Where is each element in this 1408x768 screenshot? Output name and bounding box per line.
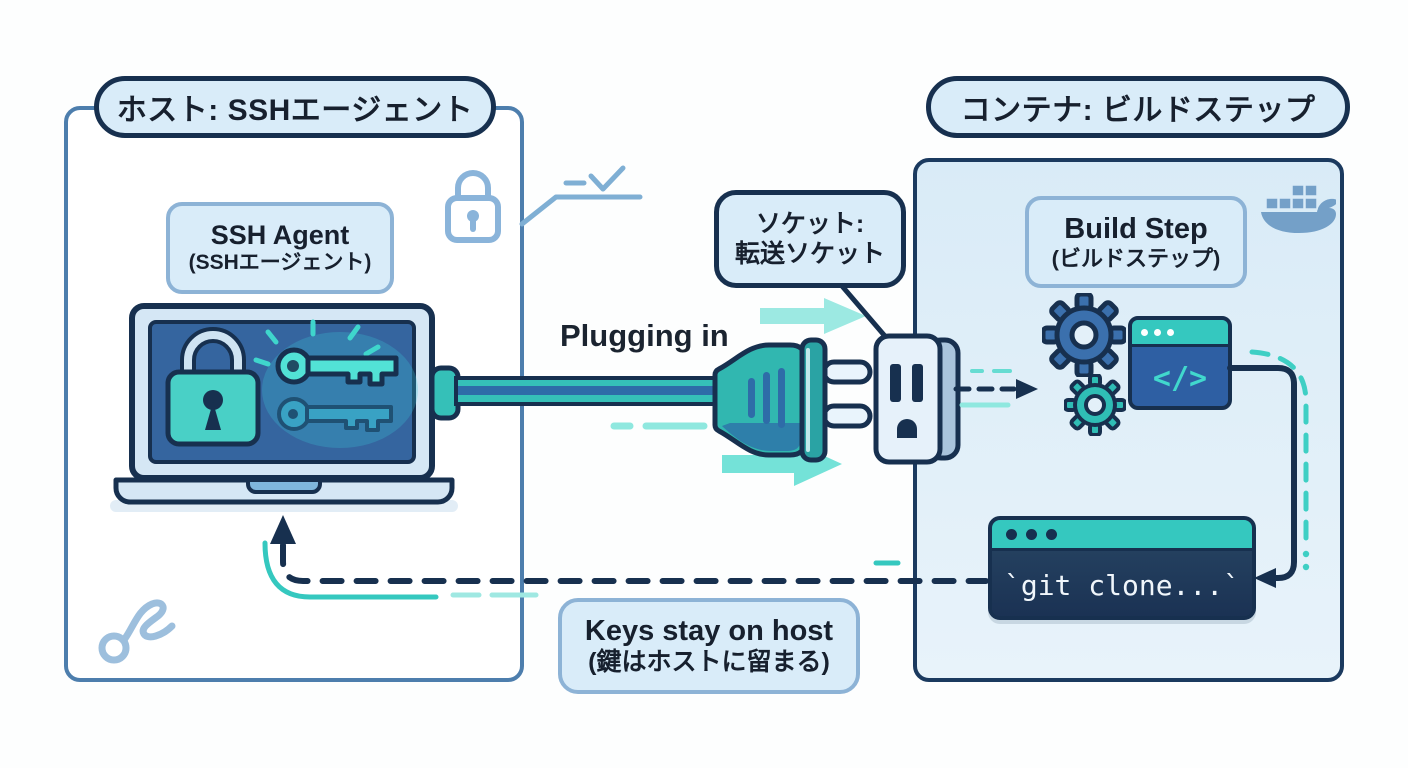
ssh-agent-label-en: SSH Agent <box>210 220 350 251</box>
laptop-icon <box>110 303 458 512</box>
checkmark-doodle-icon <box>519 165 643 227</box>
keys-stay-on-host-note: Keys stay on host (鍵はホストに留まる) <box>558 598 860 694</box>
container-title-pill: コンテナ: ビルドステップ <box>926 76 1350 138</box>
window-dot-icon <box>1026 528 1037 540</box>
container-title-text: コンテナ: ビルドステップ <box>960 94 1316 127</box>
gear-small-icon <box>1064 374 1126 436</box>
dim-key-icon <box>277 397 393 432</box>
ssh-agent-label: SSH Agent (SSHエージェント) <box>166 202 394 294</box>
plug-icon <box>430 337 873 463</box>
gear-large-icon <box>1042 293 1126 377</box>
window-dot-icon <box>1154 328 1161 336</box>
socket-icon <box>873 333 961 465</box>
code-window-titlebar <box>1132 320 1228 347</box>
docker-whale-icon <box>1261 184 1336 233</box>
window-dot-icon <box>1046 528 1057 540</box>
git-branch-squiggle-icon <box>98 599 176 664</box>
build-to-terminal-arrow <box>1227 349 1310 588</box>
build-step-label: Build Step (ビルドステップ) <box>1025 196 1247 288</box>
bright-key-icon <box>253 319 399 387</box>
keys-return-dashed-arrow <box>262 515 989 600</box>
flow-arrow-upper-icon <box>760 298 866 334</box>
socket-to-build-dashed-arrow <box>953 369 1038 408</box>
socket-callout-bubble: ソケット: 転送ソケット <box>714 190 906 288</box>
terminal-window-icon: `git clone...` <box>988 516 1256 620</box>
motion-dashes-icon <box>610 422 708 430</box>
keys-note-en: Keys stay on host <box>584 614 834 647</box>
socket-bubble-line2: 転送ソケット <box>734 240 885 268</box>
socket-bubble-line1: ソケット: <box>755 210 865 238</box>
host-title-text: ホスト: SSHエージェント <box>116 94 474 127</box>
plugging-in-label: Plugging in <box>560 318 729 353</box>
build-step-label-ja: (ビルドステップ) <box>1051 246 1221 272</box>
host-title-pill: ホスト: SSHエージェント <box>94 76 496 138</box>
screen-padlock-icon <box>165 327 261 447</box>
window-dot-icon <box>1141 328 1148 336</box>
window-dot-icon <box>1167 328 1174 336</box>
code-symbol: </> <box>1152 361 1208 396</box>
terminal-titlebar <box>992 520 1252 551</box>
terminal-command-text: `git clone...` <box>992 551 1252 616</box>
build-step-label-en: Build Step <box>1064 212 1208 245</box>
ssh-agent-label-ja: (SSHエージェント) <box>188 251 372 275</box>
window-dot-icon <box>1006 528 1017 540</box>
code-window-icon: </> <box>1128 316 1232 410</box>
socket-callout-tail <box>839 283 893 345</box>
keys-note-ja: (鍵はホストに留まる) <box>588 648 830 677</box>
padlock-outline-icon <box>445 170 501 243</box>
